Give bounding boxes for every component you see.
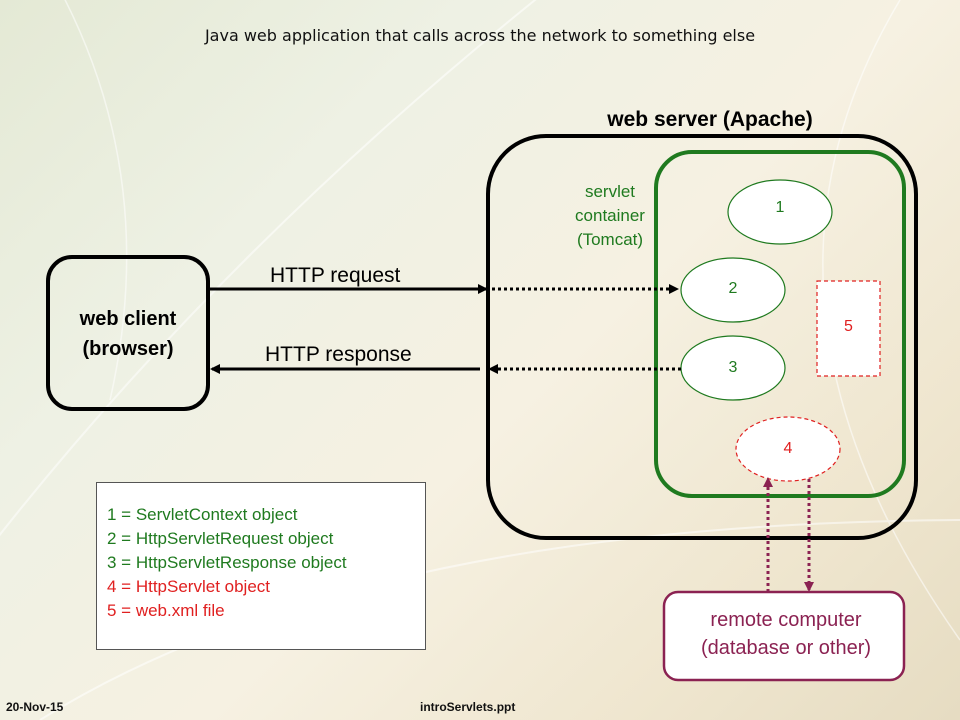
servlet-context-ellipse: [727, 179, 833, 245]
legend-item: 3 = HttpServletResponse object: [107, 553, 347, 572]
http-request-label: HTTP request: [270, 264, 401, 287]
footer-date: 20-Nov-15: [6, 700, 64, 714]
legend-list: 1 = ServletContext object 2 = HttpServle…: [107, 503, 347, 623]
legend-item: 4 = HttpServlet object: [107, 577, 271, 596]
servlet-request-ellipse: [680, 257, 786, 323]
servlet-container-label: servlet container (Tomcat): [575, 182, 645, 249]
servlet-container-box: [654, 150, 906, 498]
footer-filename: introServlets.ppt: [420, 700, 516, 714]
legend-box: 1 = ServletContext object 2 = HttpServle…: [96, 482, 426, 650]
web-client-box: [46, 255, 210, 411]
httpservlet-ellipse: [735, 416, 841, 482]
web-server-box: [486, 134, 918, 540]
web-client-label: web client (browser): [79, 308, 177, 360]
legend-item: 5 = web.xml file: [107, 601, 225, 620]
legend-item: 2 = HttpServletRequest object: [107, 529, 334, 548]
legend-item: 1 = ServletContext object: [107, 505, 298, 524]
object-4-label: 4: [783, 440, 793, 457]
remote-computer-label: remote computer (database or other): [700, 609, 872, 659]
web-xml-file-rect: [816, 280, 881, 377]
slide-title: Java web application that calls across t…: [204, 26, 756, 45]
object-3-label: 3: [728, 359, 738, 376]
object-1-label: 1: [775, 199, 785, 216]
object-5-label: 5: [844, 318, 853, 335]
object-2-label: 2: [728, 280, 738, 297]
web-server-label: web server (Apache): [607, 108, 813, 131]
remote-computer-box: [662, 590, 906, 682]
http-response-label: HTTP response: [265, 343, 412, 366]
